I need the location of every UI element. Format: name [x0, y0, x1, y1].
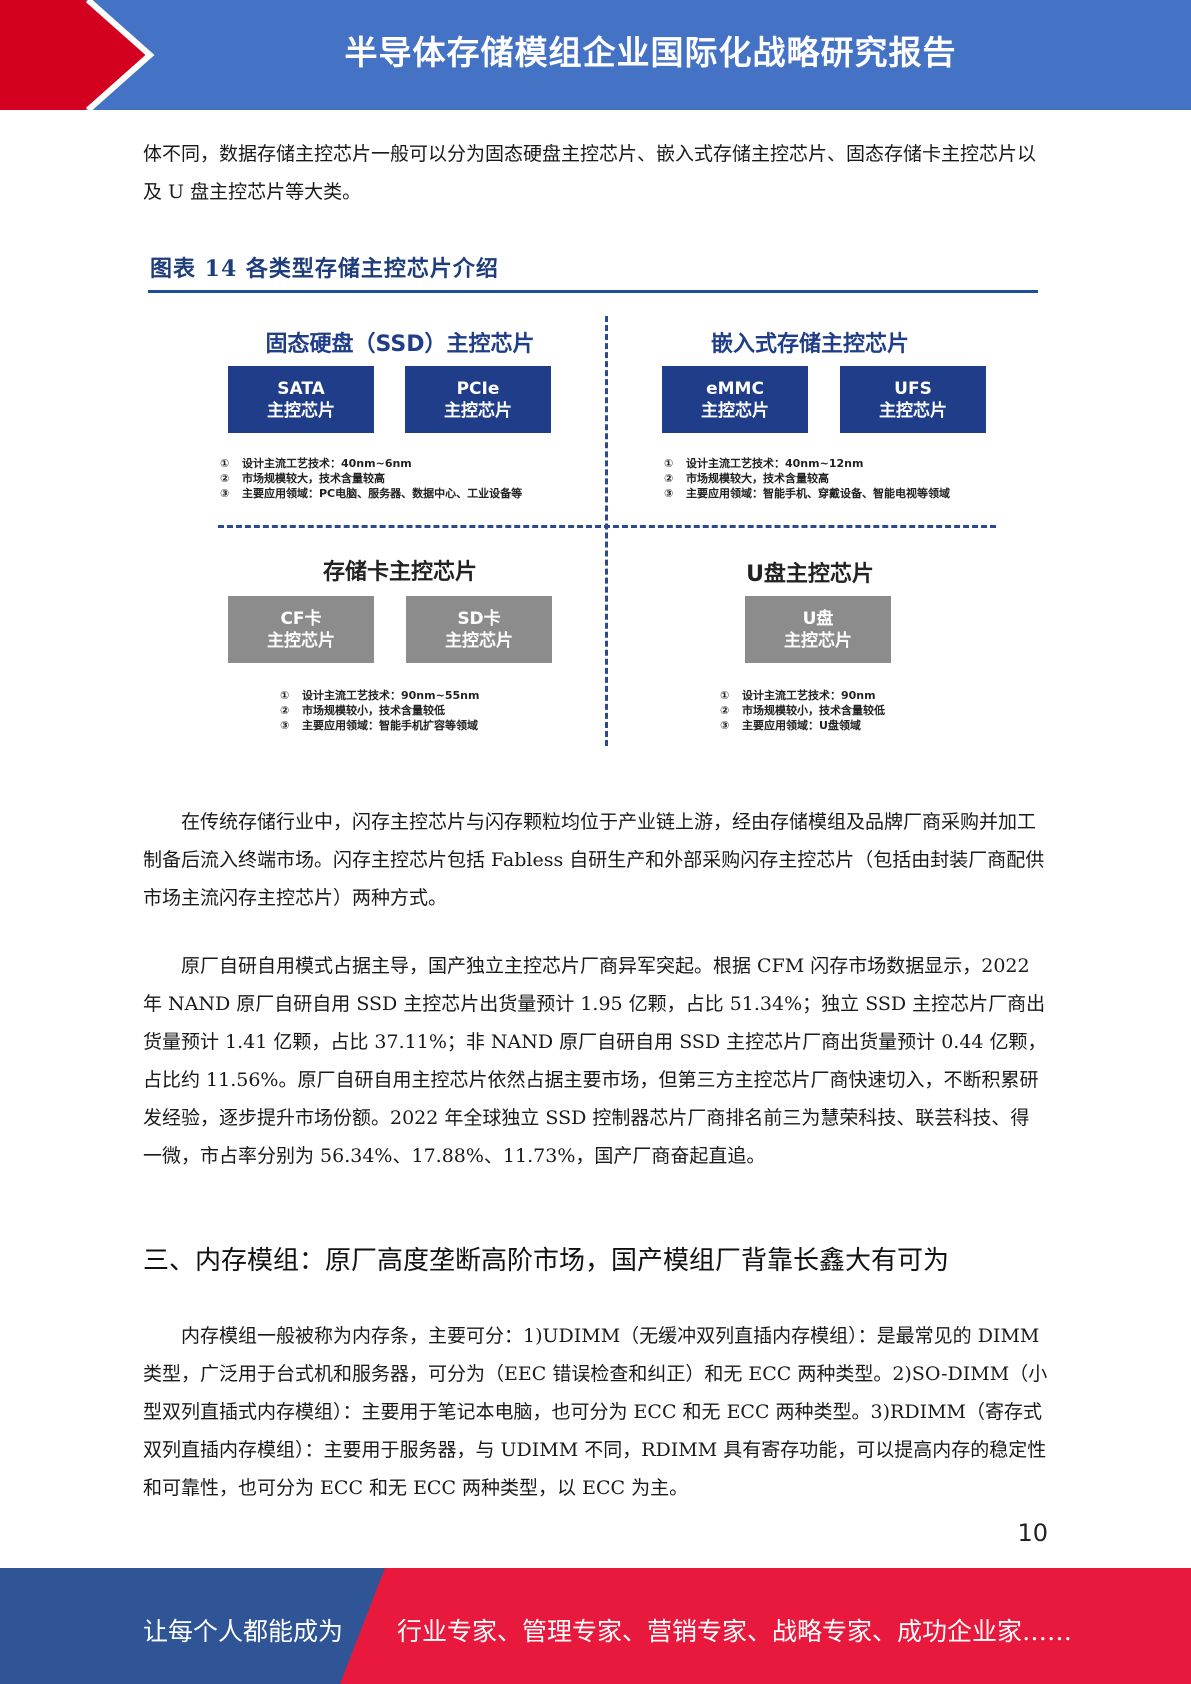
note-row: ③ 主要应用领域：智能手机扩容等领域 [280, 718, 479, 733]
note-text: 设计主流工艺技术：40nm~6nm [242, 457, 412, 470]
note-text: 设计主流工艺技术：90nm [742, 689, 876, 702]
chip-label: U盘 [802, 608, 834, 629]
quadrant-title-usb: U盘主控芯片 [746, 562, 874, 587]
page-header: 半导体存储模组企业国际化战略研究报告 [0, 0, 1191, 110]
paragraph-memory-modules: 内存模组一般被称为内存条，主要可分：1)UDIMM（无缓冲双列直插内存模组）：是… [143, 1325, 1048, 1499]
note-text: 主要应用领域：智能手机、穿戴设备、智能电视等领域 [686, 487, 950, 500]
embedded-notes: ① 设计主流工艺技术：40nm~12nm ② 市场规模较大，技术含量较高 ③ 主要应用… [664, 456, 950, 501]
chip-usb: U盘 主控芯片 [745, 596, 891, 663]
note-row: ① 设计主流工艺技术：40nm~6nm [220, 456, 522, 471]
note-number: ③ [220, 487, 230, 500]
note-text: 主要应用领域：U盘领域 [742, 719, 861, 732]
note-text: 市场规模较大，技术含量较高 [686, 472, 829, 485]
note-number: ③ [280, 719, 290, 732]
footer-slogan-left: 让每个人都能成为 [143, 1617, 344, 1646]
note-row: ③ 主要应用领域：U盘领域 [720, 718, 885, 733]
note-row: ① 设计主流工艺技术：90nm [720, 688, 885, 703]
chip-label: CF卡 [280, 608, 322, 629]
note-text: 市场规模较大，技术含量较高 [242, 472, 385, 485]
note-text: 设计主流工艺技术：90nm~55nm [302, 689, 480, 702]
note-row: ③ 主要应用领域：PC电脑、服务器、数据中心、工业设备等 [220, 486, 522, 501]
chip-pcie: PCIe 主控芯片 [405, 366, 551, 433]
footer-band [0, 1568, 1191, 1684]
note-number: ① [720, 689, 730, 702]
note-row: ① 设计主流工艺技术：90nm~55nm [280, 688, 479, 703]
note-row: ③ 主要应用领域：智能手机、穿戴设备、智能电视等领域 [664, 486, 950, 501]
header-title: 半导体存储模组企业国际化战略研究报告 [344, 33, 957, 72]
header-red-arrow [0, 0, 155, 110]
note-number: ② [220, 472, 230, 485]
chip-label: eMMC [706, 378, 764, 399]
note-number: ② [280, 704, 290, 717]
chip-sd: SD卡 主控芯片 [406, 596, 552, 663]
note-number: ③ [720, 719, 730, 732]
chip-sublabel: 主控芯片 [784, 630, 852, 651]
note-row: ② 市场规模较小，技术含量较低 [720, 703, 885, 718]
chip-ufs: UFS 主控芯片 [840, 366, 986, 433]
quadrant-title-embedded: 嵌入式存储主控芯片 [710, 332, 909, 357]
chip-emmc: eMMC 主控芯片 [662, 366, 808, 433]
note-row: ① 设计主流工艺技术：40nm~12nm [664, 456, 950, 471]
note-text: 市场规模较小，技术含量较低 [302, 704, 445, 717]
intro-paragraph: 体不同，数据存储主控芯片一般可以分为固态硬盘主控芯片、嵌入式存储主控芯片、固态存… [143, 143, 1037, 203]
figure-horizontal-divider [218, 525, 996, 528]
chip-label: PCIe [456, 378, 500, 399]
figure-vertical-divider [605, 316, 608, 746]
figure-caption-rule [148, 290, 1038, 293]
note-text: 设计主流工艺技术：40nm~12nm [686, 457, 864, 470]
chip-sublabel: 主控芯片 [267, 400, 335, 421]
ssd-notes: ① 设计主流工艺技术：40nm~6nm ② 市场规模较大，技术含量较高 ③ 主要应用领… [220, 456, 522, 501]
note-number: ② [720, 704, 730, 717]
chip-sublabel: 主控芯片 [445, 630, 513, 651]
note-number: ③ [664, 487, 674, 500]
controller-chip-figure: 固态硬盘（SSD）主控芯片 SATA 主控芯片 PCIe 主控芯片 ① 设计主流工… [200, 308, 1000, 748]
chip-sata: SATA 主控芯片 [228, 366, 374, 433]
chip-sublabel: 主控芯片 [267, 630, 335, 651]
note-number: ① [280, 689, 290, 702]
chip-sublabel: 主控芯片 [879, 400, 947, 421]
paragraph-industry-chain: 在传统存储行业中，闪存主控芯片与闪存颗粒均位于产业链上游，经由存储模组及品牌厂商… [143, 811, 1045, 909]
section-title: 三、内存模组：原厂高度垄断高阶市场，国产模组厂背靠长鑫大有可为 [143, 1246, 950, 1276]
note-text: 主要应用领域：PC电脑、服务器、数据中心、工业设备等 [242, 487, 523, 500]
chip-sublabel: 主控芯片 [701, 400, 769, 421]
footer-slogan-right: 行业专家、管理专家、营销专家、战略专家、成功企业家…… [397, 1617, 1073, 1646]
usb-notes: ① 设计主流工艺技术：90nm ② 市场规模较小，技术含量较低 ③ 主要应用领域：U盘… [720, 688, 885, 733]
note-row: ② 市场规模较小，技术含量较低 [280, 703, 479, 718]
chip-label: SD卡 [457, 608, 501, 629]
note-number: ① [220, 457, 230, 470]
figure-caption: 图表 14 各类型存储主控芯片介绍 [150, 256, 499, 282]
note-row: ② 市场规模较大，技术含量较高 [220, 471, 522, 486]
chip-label: UFS [894, 378, 932, 399]
card-notes: ① 设计主流工艺技术：90nm~55nm ② 市场规模较小，技术含量较低 ③ 主要应用… [280, 688, 479, 733]
note-text: 主要应用领域：智能手机扩容等领域 [302, 719, 478, 732]
quadrant-title-card: 存储卡主控芯片 [322, 560, 477, 585]
paragraph-market-share: 原厂自研自用模式占据主导，国产独立主控芯片厂商异军突起。根据 CFM 闪存市场数… [143, 955, 1047, 1167]
page-number: 10 [1017, 1519, 1048, 1547]
chip-label: SATA [277, 378, 325, 399]
note-number: ② [664, 472, 674, 485]
chip-sublabel: 主控芯片 [444, 400, 512, 421]
note-text: 市场规模较小，技术含量较低 [742, 704, 885, 717]
chip-cf: CF卡 主控芯片 [228, 596, 374, 663]
note-number: ① [664, 457, 674, 470]
quadrant-title-ssd: 固态硬盘（SSD）主控芯片 [265, 332, 535, 357]
note-row: ② 市场规模较大，技术含量较高 [664, 471, 950, 486]
